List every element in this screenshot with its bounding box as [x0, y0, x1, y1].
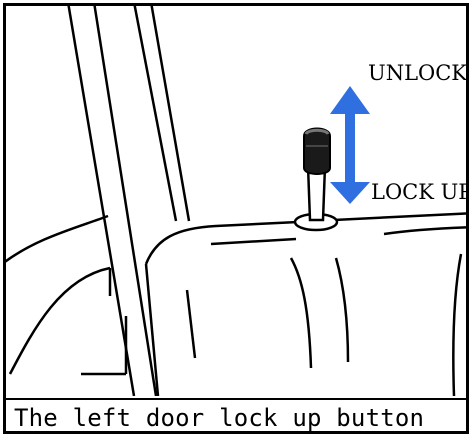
unlock-label: UNLOCK	[368, 61, 466, 85]
figure-caption: The left door lock up button	[14, 404, 424, 432]
door-lock-illustration: UNLOCK LOCK UP	[6, 6, 466, 396]
caption-bar: The left door lock up button	[6, 398, 466, 433]
door-trim	[146, 213, 466, 396]
up-down-arrow-icon	[330, 86, 370, 204]
lock-knob	[295, 129, 337, 231]
lock-up-label: LOCK UP	[371, 180, 466, 204]
door-pillar	[68, 6, 189, 396]
figure-frame: UNLOCK LOCK UP The left door lock up but…	[3, 3, 469, 434]
